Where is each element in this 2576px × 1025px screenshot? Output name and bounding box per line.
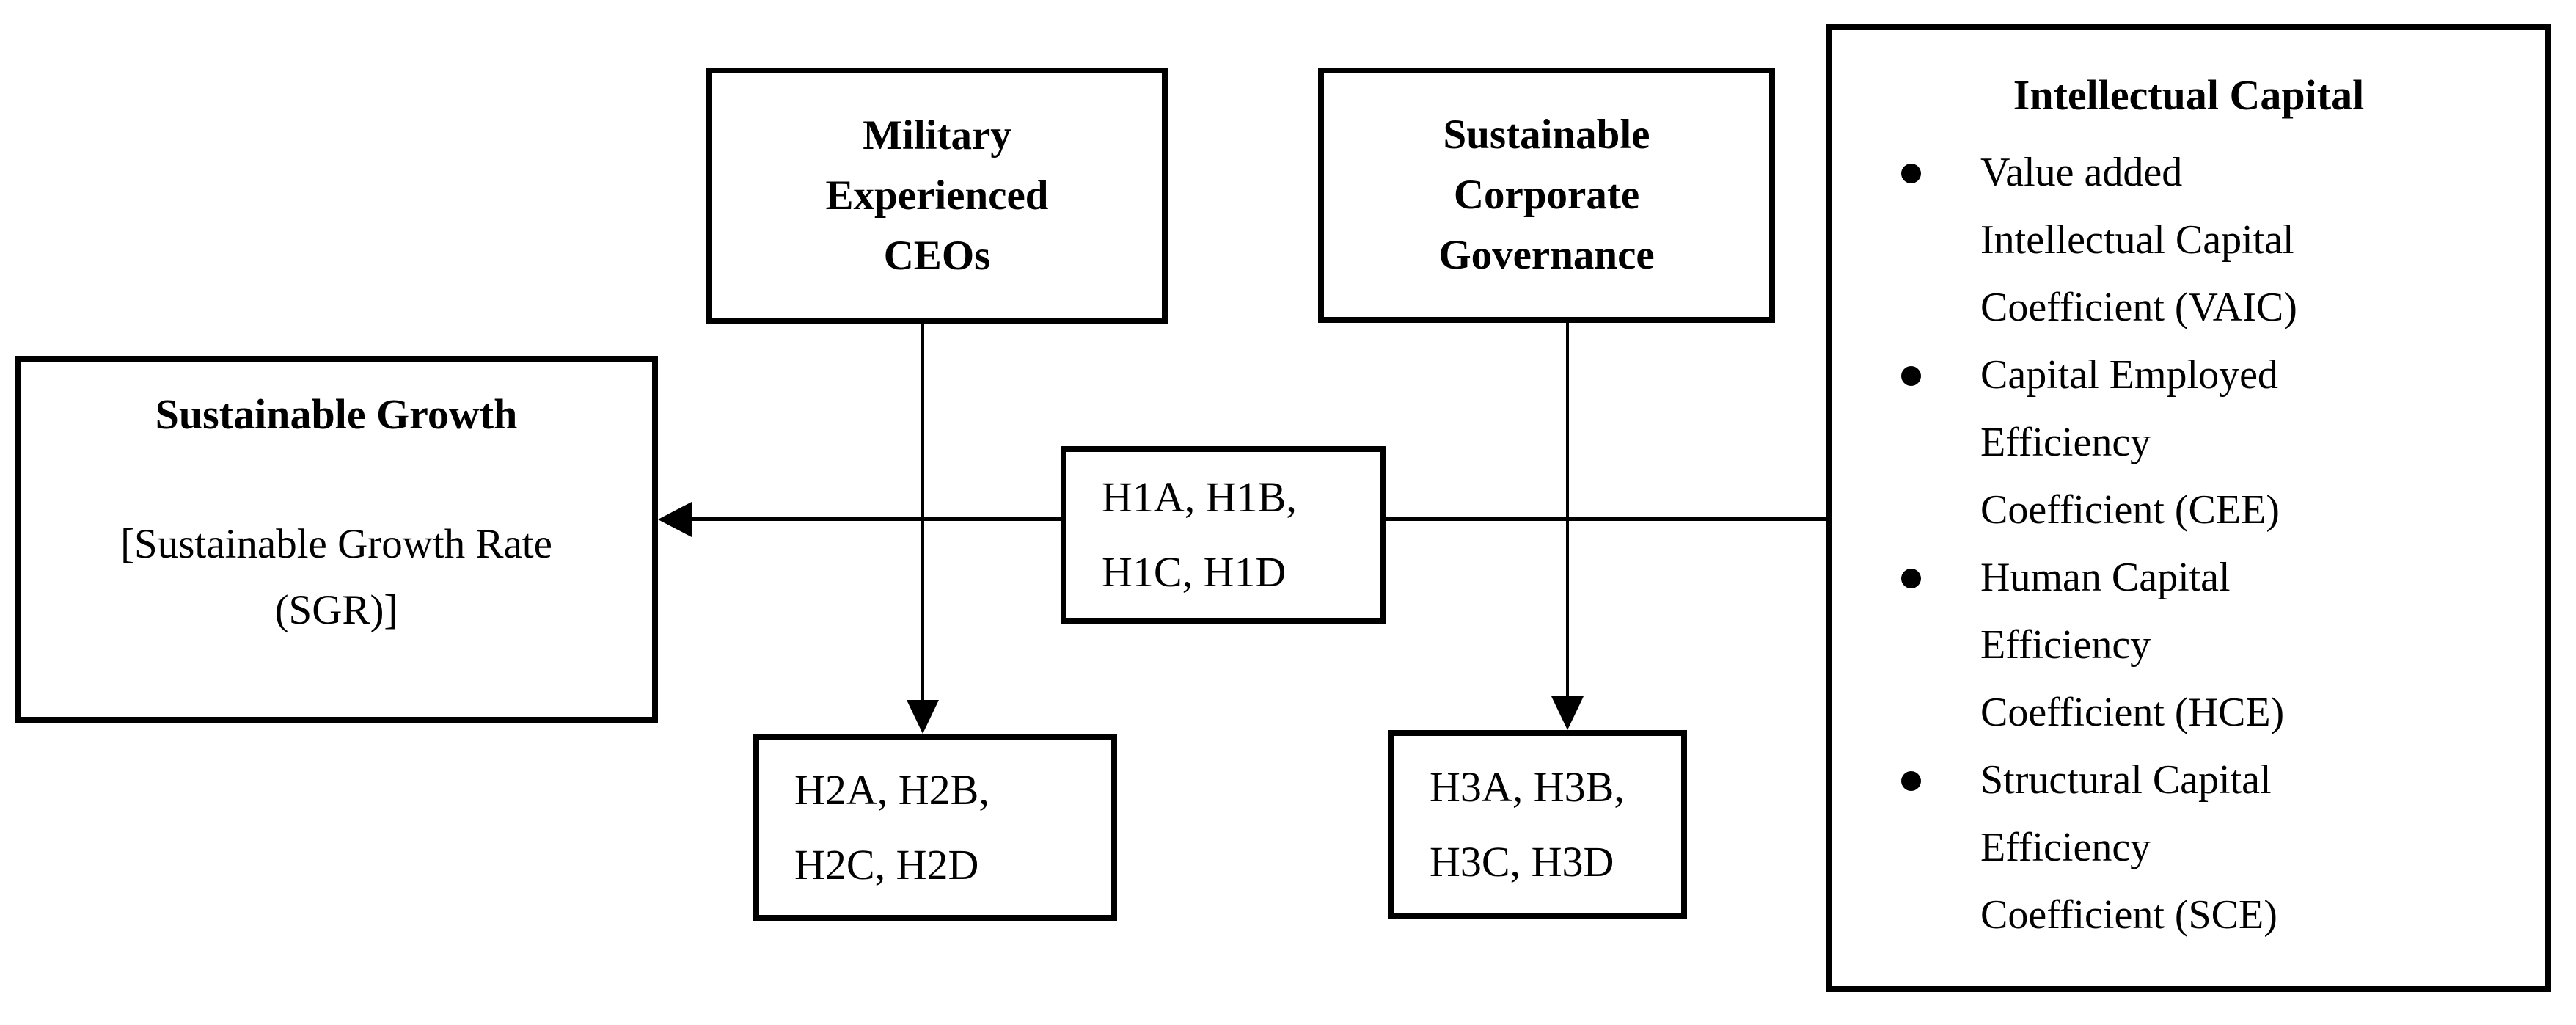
h1-line1: H1A, H1B,	[1102, 473, 1297, 521]
list-item: Human Capital Efficiency Coefficient (HC…	[1832, 544, 2545, 746]
corporate-governance-line1: Sustainable	[1443, 112, 1650, 158]
military-ceos-line3: CEOs	[883, 232, 991, 279]
military-to-h2-arrow-line	[921, 324, 924, 703]
bullet-icon	[1901, 164, 1921, 183]
list-item: Structural Capital Efficiency Coefficien…	[1832, 746, 2545, 949]
h1-line2: H1C, H1D	[1102, 548, 1287, 596]
corporate-governance-line3: Governance	[1438, 232, 1655, 278]
bullet-icon	[1901, 771, 1921, 791]
governance-to-h3-arrow-line	[1566, 323, 1569, 697]
ic-item-4-line2: Efficiency	[1980, 825, 2151, 870]
ic-item-1-line3: Coefficient (VAIC)	[1980, 285, 2297, 330]
ic-item-2-line2: Efficiency	[1980, 420, 2151, 465]
intellectual-capital-list: Value added Intellectual Capital Coeffic…	[1832, 139, 2545, 949]
corporate-governance-box: Sustainable Corporate Governance	[1318, 68, 1775, 323]
corporate-governance-line2: Corporate	[1453, 172, 1640, 218]
ic-item-2-line3: Coefficient (CEE)	[1980, 487, 2280, 533]
intellectual-capital-title: Intellectual Capital	[2013, 71, 2365, 119]
ic-item-4-line3: Coefficient (SCE)	[1980, 892, 2277, 938]
sustainable-growth-subtitle-line2: (SGR)]	[274, 587, 398, 633]
military-ceos-line2: Experienced	[825, 172, 1049, 219]
h2-line2: H2C, H2D	[794, 840, 979, 889]
arrowhead-down-h3-icon	[1551, 696, 1584, 730]
intellectual-capital-box: Intellectual Capital Value added Intelle…	[1826, 24, 2551, 992]
h3-line2: H3C, H3D	[1430, 837, 1614, 886]
ic-item-4-line1: Structural Capital	[1980, 757, 2272, 803]
ic-item-3-line2: Efficiency	[1980, 622, 2151, 668]
arrowhead-down-h2-icon	[907, 700, 939, 734]
bullet-icon	[1901, 366, 1921, 386]
ic-item-2-line1: Capital Employed	[1980, 352, 2278, 398]
ic-item-1-line1: Value added	[1980, 150, 2183, 195]
arrowhead-left-icon	[658, 502, 692, 537]
sustainable-growth-box: Sustainable Growth [Sustainable Growth R…	[15, 356, 658, 723]
military-ceos-box: Military Experienced CEOs	[706, 68, 1168, 324]
bullet-icon	[1901, 569, 1921, 588]
ic-item-1-line2: Intellectual Capital	[1980, 217, 2294, 263]
ic-item-3-line3: Coefficient (HCE)	[1980, 690, 2285, 735]
h2-line1: H2A, H2B,	[794, 765, 989, 814]
military-ceos-line1: Military	[863, 112, 1011, 158]
h3-line1: H3A, H3B,	[1430, 762, 1625, 811]
sustainable-growth-title: Sustainable Growth	[155, 390, 518, 438]
h3-hypotheses-box: H3A, H3B, H3C, H3D	[1388, 730, 1687, 919]
sustainable-growth-subtitle-line1: [Sustainable Growth Rate	[120, 521, 552, 567]
ic-item-3-line1: Human Capital	[1980, 555, 2231, 600]
h1-hypotheses-box: H1A, H1B, H1C, H1D	[1061, 446, 1386, 624]
h2-hypotheses-box: H2A, H2B, H2C, H2D	[753, 734, 1117, 921]
list-item: Value added Intellectual Capital Coeffic…	[1832, 139, 2545, 341]
list-item: Capital Employed Efficiency Coefficient …	[1832, 341, 2545, 544]
